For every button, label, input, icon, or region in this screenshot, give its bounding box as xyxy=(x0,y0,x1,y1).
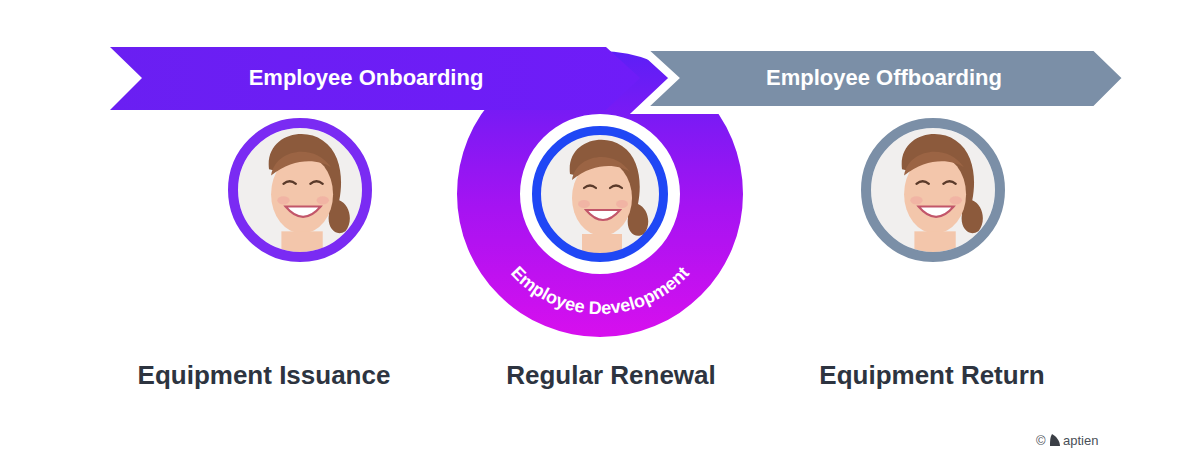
stage-title: Employee Onboarding xyxy=(249,65,484,91)
portrait-circle-shape xyxy=(861,118,1005,262)
stage-title: Employee Offboarding xyxy=(766,65,1002,91)
brand-logo xyxy=(1050,434,1060,446)
portrait-circle: Equipment Return xyxy=(861,118,1005,262)
portrait-circle-shape xyxy=(228,118,372,262)
portrait-circle-shape xyxy=(532,126,668,262)
ring-caption-text: Employee Development xyxy=(507,262,693,318)
development-annulus xyxy=(457,51,743,337)
ring-caption: Employee Development xyxy=(507,262,693,318)
chevron-band xyxy=(640,47,1127,110)
brand-name: aptien xyxy=(1063,433,1098,449)
stage-label: Equipment Issuance xyxy=(138,360,391,391)
portrait-frame xyxy=(537,131,664,258)
chevron-band xyxy=(110,47,640,110)
portrait-frame xyxy=(233,123,367,257)
portrait-circle: Equipment Issuance xyxy=(228,118,372,262)
stage-label: Regular Renewal xyxy=(506,360,716,391)
stage-band: Employee Onboarding xyxy=(110,47,642,110)
copyright-mark: © xyxy=(1036,433,1046,449)
portrait-circle: Regular Renewal xyxy=(532,126,668,262)
portrait-frame xyxy=(866,123,1000,257)
stage-label: Equipment Return xyxy=(819,360,1044,391)
stage-band: Employee Offboarding xyxy=(636,43,1132,114)
